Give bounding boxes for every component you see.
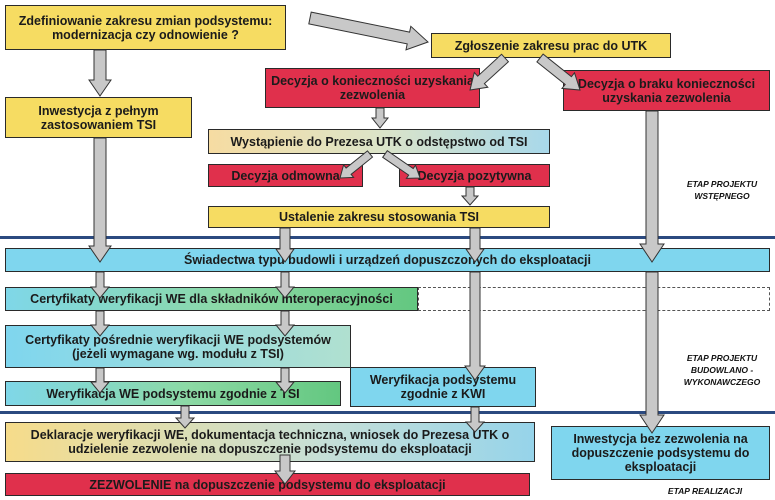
arrow-verif-to-declarations <box>174 405 196 429</box>
arrow-kwi-to-declarations <box>464 406 486 433</box>
define-scope-box: Zdefiniowanie zakresu zmian podsystemu: … <box>5 5 286 50</box>
arrow-declarations-to-permit <box>273 454 297 485</box>
derogation-request-text: Wystąpienie do Prezesa UTK o odstępstwo … <box>230 134 528 149</box>
declarations-box: Deklaracje weryfikacji WE, dokumentacja … <box>5 422 535 462</box>
decision-no-need-text: Decyzja o braku konieczności uzyskania z… <box>577 76 756 105</box>
notify-utk-box: Zgłoszenie zakresu prac do UTK <box>431 33 671 58</box>
stage-separator-1 <box>0 236 775 239</box>
verification-kwi-box: Weryfikacja podsystemu zgodnie z KWI <box>350 367 536 407</box>
derogation-request-box: Wystąpienie do Prezesa UTK o odstępstwo … <box>208 129 550 154</box>
arrow-notify-to-no-need <box>536 53 581 91</box>
arrow-derogation-to-positive <box>382 150 421 179</box>
notify-utk-text: Zgłoszenie zakresu prac do UTK <box>454 38 648 53</box>
ec-verification-tsi-text: Weryfikacja WE podsystemu zgodnie z TSI <box>46 386 300 401</box>
stage-separator-2 <box>0 411 775 414</box>
tsi-scope-box: Ustalenie zakresu stosowania TSI <box>208 206 550 228</box>
arrow-no-need-to-investment <box>639 271 665 434</box>
arrow-type-to-kwi <box>464 271 486 381</box>
arrow-scope-to-type-left <box>275 227 295 263</box>
permit-box: ZEZWOLENIE na dopuszczenie podsystemu do… <box>5 473 530 496</box>
decision-no-need-box: Decyzja o braku konieczności uzyskania z… <box>563 70 770 111</box>
decision-negative-text: Decyzja odmowna <box>231 168 340 183</box>
arrow-derogation-to-negative <box>339 150 374 179</box>
ec-components-box: Certyfikaty weryfikacji WE dla składnikó… <box>5 287 418 311</box>
arrow-no-need-down <box>639 110 665 263</box>
arrow-intermediate-to-verif-right <box>274 367 296 394</box>
type-certificates-box: Świadectwa typu budowli i urządzeń dopus… <box>5 248 770 272</box>
stage-label-construction: Etap projektu budowlano - wykonawczego <box>683 353 761 387</box>
arrow-scope-to-type-right <box>465 227 485 263</box>
decision-negative-box: Decyzja odmowna <box>208 164 363 187</box>
intermediate-certs-box: Certyfikaty pośrednie weryfikacji WE pod… <box>5 325 351 368</box>
tsi-scope-text: Ustalenie zakresu stosowania TSI <box>278 210 480 224</box>
decision-positive-text: Decyzja pozytywna <box>417 168 532 183</box>
investment-tsi-text: Inwestycja z pełnym zastosowaniem TSI <box>38 103 159 132</box>
decision-need-text: Decyzja o konieczności uzyskania zezwole… <box>271 74 474 102</box>
arrow-type-to-ec-right <box>274 271 296 299</box>
arrow-positive-to-scope <box>460 186 480 206</box>
stage-label-preliminary: Etap projektu wstępnego <box>686 179 758 201</box>
stage-label-realization: Etap realizacji <box>667 486 743 496</box>
investment-no-permit-text: Inwestycja bez zezwolenia na dopuszczeni… <box>571 432 750 474</box>
arrow-type-to-ec-left <box>89 271 111 299</box>
arrow-define-to-investment <box>88 49 112 97</box>
decision-need-box: Decyzja o konieczności uzyskania zezwole… <box>265 68 480 108</box>
intermediate-certs-text: Certyfikaty pośrednie weryfikacji WE pod… <box>25 332 331 361</box>
decision-positive-box: Decyzja pozytywna <box>399 164 550 187</box>
arrow-intermediate-to-verif-left <box>89 367 111 394</box>
arrow-investment-down <box>88 137 112 263</box>
verification-kwi-text: Weryfikacja podsystemu zgodnie z KWI <box>369 373 517 401</box>
define-scope-text: Zdefiniowanie zakresu zmian podsystemu: … <box>18 13 273 42</box>
arrow-ec-to-intermediate-right <box>274 310 296 337</box>
dashed-extension <box>418 287 770 311</box>
arrow-notify-to-need <box>469 53 510 91</box>
declarations-text: Deklaracje weryfikacji WE, dokumentacja … <box>30 428 510 456</box>
ec-components-text: Certyfikaty weryfikacji WE dla składnikó… <box>30 292 393 306</box>
arrow-define-to-notify <box>308 11 429 51</box>
investment-no-permit-box: Inwestycja bez zezwolenia na dopuszczeni… <box>551 426 770 480</box>
permit-text: ZEZWOLENIE na dopuszczenie podsystemu do… <box>89 477 446 492</box>
investment-tsi-box: Inwestycja z pełnym zastosowaniem TSI <box>5 97 192 138</box>
arrow-need-to-derogation <box>370 107 390 129</box>
arrow-ec-to-intermediate-left <box>89 310 111 337</box>
